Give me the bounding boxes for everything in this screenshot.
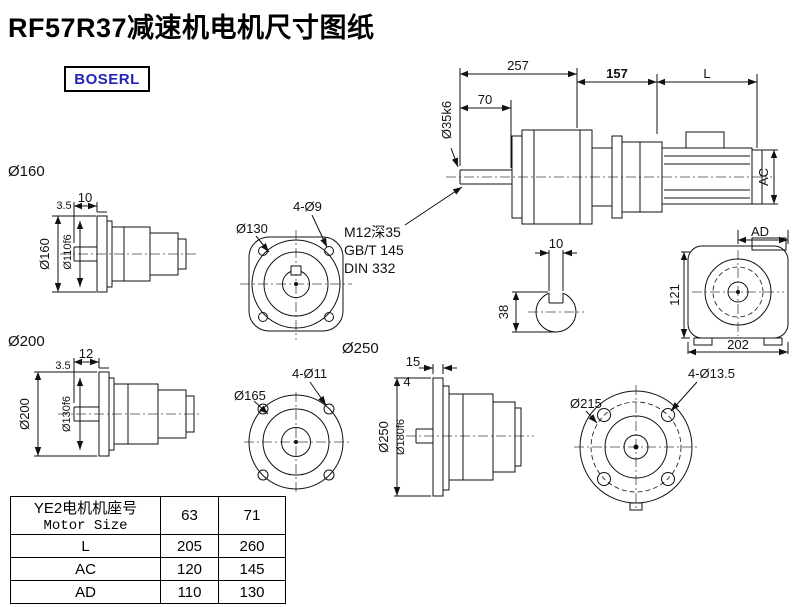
dim-d250: Ø250 xyxy=(376,421,391,453)
dim-257: 257 xyxy=(507,58,529,73)
dim-d215: Ø215 xyxy=(570,396,602,411)
value-AD-63: 110 xyxy=(160,580,219,604)
dim-70: 70 xyxy=(478,92,492,107)
value-AC-63: 120 xyxy=(160,557,219,581)
value-L-71: 260 xyxy=(218,534,286,558)
dim-holes-4d11: 4-Ø11 xyxy=(292,366,327,381)
dim-d160: Ø160 xyxy=(37,238,52,270)
table-header-en: Motor Size xyxy=(43,518,128,534)
brand-logo-text: BOSERL xyxy=(74,70,140,88)
brand-logo: BOSERL xyxy=(64,66,150,92)
dim-shaft-diameter: Ø35k6 xyxy=(439,101,454,139)
dim-12: 12 xyxy=(79,346,93,361)
table-row-AD: AD 110 130 xyxy=(10,580,286,604)
table-row-AC: AC 120 145 xyxy=(10,557,286,581)
dim-d200: Ø200 xyxy=(17,398,32,430)
view-motor-rear: AD 121 202 xyxy=(667,224,789,356)
dim-15: 15 xyxy=(406,354,420,369)
value-AC-71: 145 xyxy=(218,557,286,581)
page-title: RF57R37减速机电机尺寸图纸 xyxy=(8,13,375,43)
dim-key-10: 10 xyxy=(549,236,563,251)
table-header-row: YE2电机机座号 Motor Size 63 71 xyxy=(10,496,286,535)
table-header-size-71: 71 xyxy=(218,496,286,535)
note-gbt145: GB/T 145 xyxy=(344,242,404,258)
view-main-assembly: 257 157 L 70 Ø35k6 AC xyxy=(439,58,778,225)
section-label-200: Ø200 xyxy=(8,333,45,350)
view-flange200-side: Ø200 12 3.5 Ø200 Ø130f6 xyxy=(8,333,200,457)
notes-block: M12深35 GB/T 145 DIN 332 xyxy=(344,186,463,276)
motor-size-table: YE2电机机座号 Motor Size 63 71 L 205 260 AC 1… xyxy=(10,496,286,604)
dim-d110f6: Ø110f6 xyxy=(62,234,74,269)
view-flange160-side: Ø160 10 3.5 Ø160 Ø110f6 xyxy=(8,163,196,293)
view-shaft-section: 10 38 xyxy=(496,236,584,333)
row-label-AD: AD xyxy=(10,580,161,604)
dim-d165: Ø165 xyxy=(234,388,266,403)
dim-d130f6: Ø130f6 xyxy=(61,396,73,432)
value-L-63: 205 xyxy=(160,534,219,558)
section-label-160: Ø160 xyxy=(8,163,45,180)
row-label-AC: AC xyxy=(10,557,161,581)
table-header-size-63: 63 xyxy=(160,496,219,535)
dim-3-5: 3.5 xyxy=(56,200,71,212)
view-flange250-side: Ø250 15 4 Ø250 Ø180f6 xyxy=(342,340,534,497)
dim-121: 121 xyxy=(667,284,682,306)
dim-38: 38 xyxy=(496,305,511,319)
dim-holes-4d9: 4-Ø9 xyxy=(293,199,322,214)
dim-holes-4d13-5: 4-Ø13.5 xyxy=(688,366,735,381)
section-label-250: Ø250 xyxy=(342,340,379,357)
dim-202: 202 xyxy=(727,337,749,352)
view-flange130-front: 4-Ø9 Ø130 xyxy=(236,199,352,340)
dim-L: L xyxy=(703,66,710,81)
note-din332: DIN 332 xyxy=(344,260,396,276)
dim-157: 157 xyxy=(606,66,628,81)
dim-AD: AD xyxy=(751,224,769,239)
view-flange165-front: 4-Ø11 Ø165 xyxy=(234,366,350,494)
dim-3-5: 3.5 xyxy=(55,360,70,372)
value-AD-71: 130 xyxy=(218,580,286,604)
dim-d130: Ø130 xyxy=(236,221,268,236)
table-header-motor-size: YE2电机机座号 Motor Size xyxy=(10,496,161,535)
view-flange215-front: 4-Ø13.5 Ø215 xyxy=(570,366,735,511)
table-row-L: L 205 260 xyxy=(10,534,286,558)
note-m12: M12深35 xyxy=(344,224,401,240)
dim-d180f6: Ø180f6 xyxy=(395,419,407,455)
table-header-cn: YE2电机机座号 xyxy=(33,500,138,517)
dim-AC: AC xyxy=(756,168,771,186)
dim-4: 4 xyxy=(403,374,410,389)
dim-10: 10 xyxy=(78,190,92,205)
row-label-L: L xyxy=(10,534,161,558)
